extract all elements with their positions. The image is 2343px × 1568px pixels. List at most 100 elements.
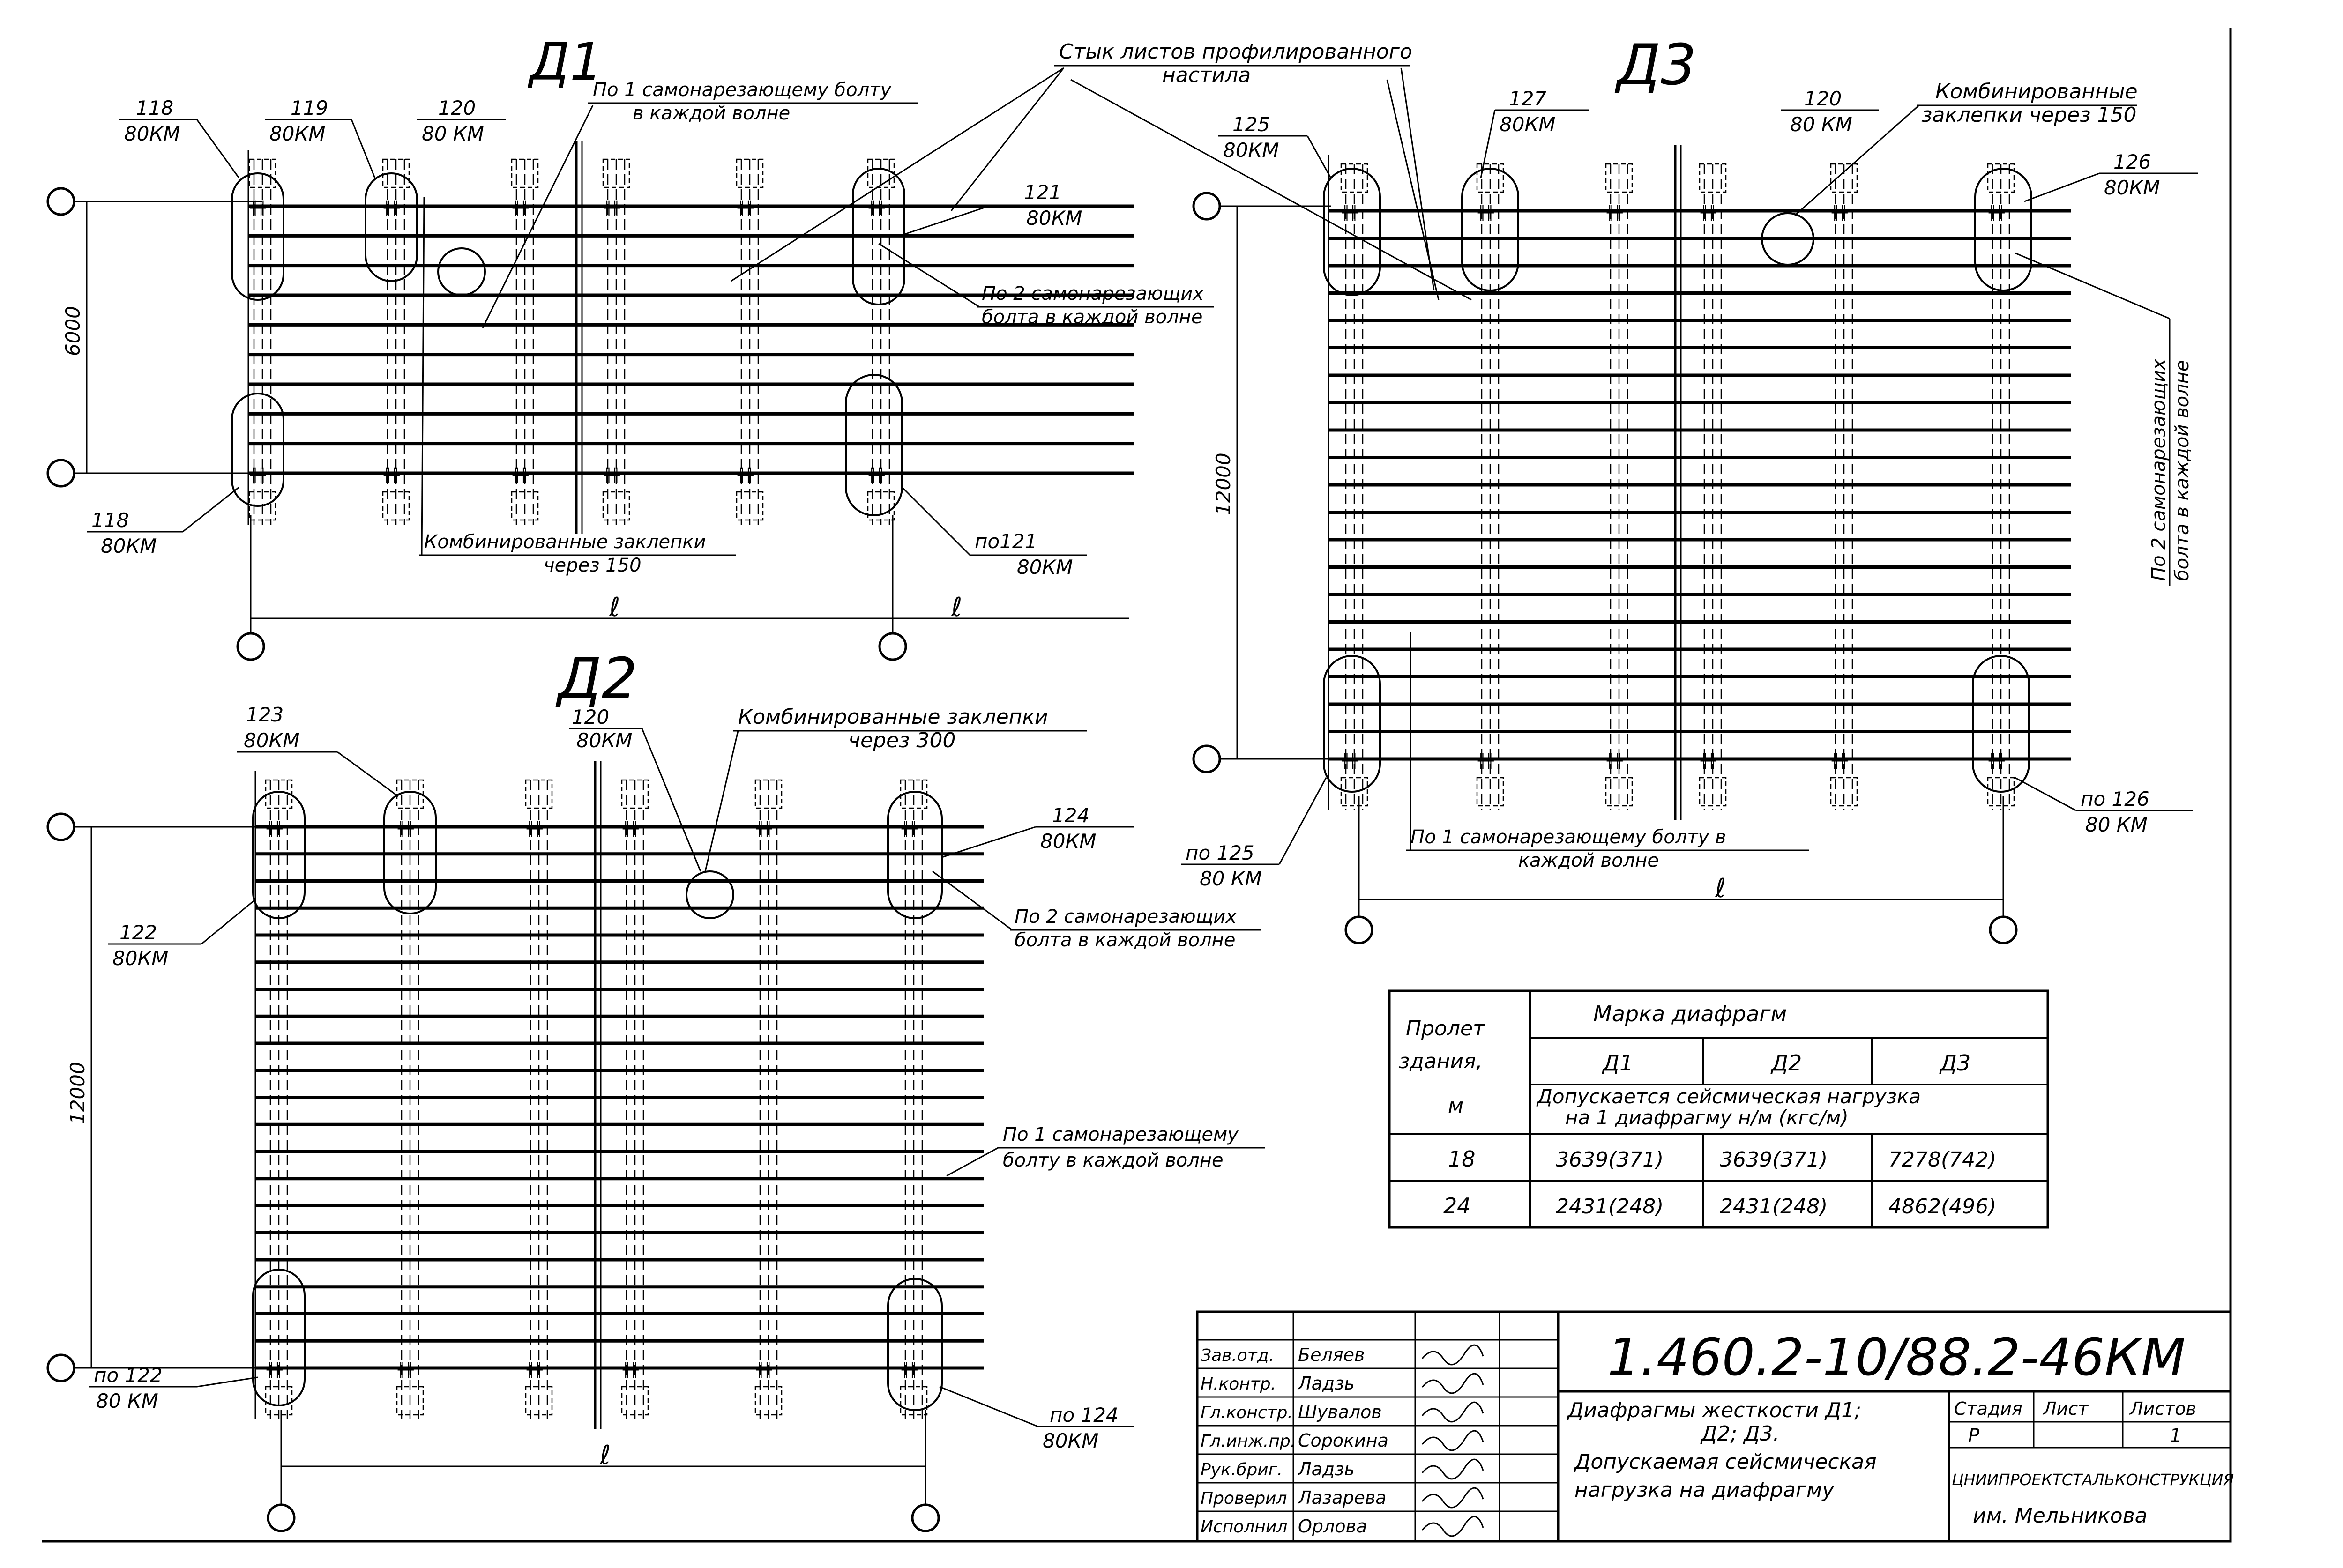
d3-purlin-end xyxy=(1605,777,1633,807)
signature xyxy=(1421,1401,1484,1423)
d2-callout-120-num: 120 xyxy=(572,706,609,728)
d3-callout-126-mark: 80КМ xyxy=(2104,176,2160,199)
d1-callout-120-num: 120 xyxy=(438,97,476,119)
d1-joint-note-2: настила xyxy=(1162,63,1251,87)
d1-fastener-mark: ╫╫ xyxy=(383,467,400,483)
diagram-d1: Д1 ╫╫╫╫╫╫╫╫╫╫╫╫╫╫╫╫╫╫╫╫╫╫╫╫ 6000 ℓ ℓ Сты… xyxy=(46,32,1435,661)
d1-dim-height: 6000 xyxy=(61,306,84,356)
d3-purlin-end xyxy=(1476,163,1504,193)
d1-callout-119-mark: 80КМ xyxy=(269,122,326,145)
d3-callout-127-num: 127 xyxy=(1509,87,1546,110)
d2-bolt1-note: По 1 самонарезающему xyxy=(1003,1124,1239,1145)
org-name: ЦНИИПРОЕКТСТАЛЬКОНСТРУКЦИЯ xyxy=(1952,1471,2234,1489)
d1-fastener-mark: ╫╫ xyxy=(383,200,400,216)
d1-title: Д1 xyxy=(527,32,603,92)
d2-deck-plan: ╫╫╫╫╫╫╫╫╫╫╫╫╫╫╫╫╫╫╫╫╫╫╫╫ xyxy=(254,761,984,1429)
d3-callout-126b-mark: 80 КМ xyxy=(2085,813,2148,836)
table-row-24-span: 24 xyxy=(1443,1193,1471,1219)
d3-callout-126-num: 126 xyxy=(2113,150,2151,173)
d2-purlin-end xyxy=(621,1386,649,1416)
staff-name: Лазарева xyxy=(1297,1487,1387,1508)
d2-fastener-mark: ╫╫ xyxy=(622,821,639,837)
d1-callout-118b-mark: 80КМ xyxy=(101,535,157,557)
d1-purlin-end xyxy=(248,491,276,521)
d1-callout-118-mark: 80КМ xyxy=(124,122,180,145)
d2-bolt1-note-2: болту в каждой волне xyxy=(1003,1150,1224,1171)
d2-fastener-mark: ╫╫ xyxy=(622,1362,639,1378)
table-row-18-d1: 3639(371) xyxy=(1556,1148,1664,1172)
d1-purlin-end xyxy=(248,158,276,188)
d1-fastener-mark: ╫╫ xyxy=(737,467,754,483)
d1-fastener-mark: ╫╫ xyxy=(604,467,620,483)
staff-role: Н.контр. xyxy=(1201,1375,1276,1394)
table-load-header: Допускается сейсмическая нагрузка xyxy=(1536,1085,1921,1108)
org-name-2: им. Мельникова xyxy=(1973,1504,2148,1528)
d3-purlin-end xyxy=(1830,777,1858,807)
d3-purlin-end xyxy=(1340,777,1368,807)
d1-purlin-end xyxy=(736,491,764,521)
stage-value: Р xyxy=(1968,1425,1980,1447)
signature xyxy=(1421,1487,1484,1509)
d2-purlin-end xyxy=(265,1386,293,1416)
d1-callout-119-num: 119 xyxy=(291,97,328,119)
d3-dim-height: 12000 xyxy=(1212,453,1235,515)
title-block: Зав.отд.БеляевН.контр.ЛадзьГл.констр.Шув… xyxy=(1196,1310,2234,1543)
d2-title: Д2 xyxy=(555,647,637,712)
d2-fastener-mark: ╫╫ xyxy=(901,821,918,837)
d2-callout-122b-num: по 122 xyxy=(94,1364,163,1387)
d2-fastener-mark: ╫╫ xyxy=(756,821,773,837)
d1-bolt2-note: По 2 самонарезающих xyxy=(982,283,1204,305)
d2-callout-124-num: 124 xyxy=(1052,804,1089,827)
d2-purlin-end xyxy=(900,1386,928,1416)
d1-fastener-mark: ╫╫ xyxy=(250,467,267,483)
d2-purlin-end xyxy=(754,779,783,809)
d2-callout-124b-num: по 124 xyxy=(1050,1404,1119,1427)
d2-fastener-mark: ╫╫ xyxy=(756,1362,773,1378)
diagram-d2: Д2 ╫╫╫╫╫╫╫╫╫╫╫╫╫╫╫╫╫╫╫╫╫╫╫╫ 12000 ℓ Комб… xyxy=(46,647,1265,1532)
d3-fastener-mark: ╫╫ xyxy=(1831,753,1848,769)
d1-column-marker xyxy=(46,459,75,488)
staff-role: Зав.отд. xyxy=(1201,1346,1274,1365)
d3-purlin-end xyxy=(1830,163,1858,193)
d2-callout-120-mark: 80КМ xyxy=(576,729,633,752)
signature xyxy=(1421,1344,1484,1366)
doc-title-line2: Д2; Д3. xyxy=(1700,1422,1780,1446)
d2-purlin-end xyxy=(525,1386,553,1416)
d3-callout-125b-num: по 125 xyxy=(1186,841,1254,864)
d2-callout-122-num: 122 xyxy=(119,921,157,944)
d2-purlin-end xyxy=(265,779,293,809)
d2-callout-122b-mark: 80 КМ xyxy=(96,1390,158,1412)
d2-purlin-end xyxy=(754,1386,783,1416)
d1-bolt-note: По 1 самонарезающему болту xyxy=(593,79,892,101)
table-col-d2: Д2 xyxy=(1770,1050,1802,1076)
d2-rivet-note: Комбинированные заклепки xyxy=(738,705,1048,729)
signature xyxy=(1421,1458,1484,1480)
d2-fastener-mark: ╫╫ xyxy=(397,821,414,837)
staff-role: Проверил xyxy=(1201,1489,1287,1508)
d1-callout-121-mark: 80КМ xyxy=(1026,207,1082,230)
d2-callout-123-num: 123 xyxy=(246,703,284,726)
d3-bolt1-note-2: каждой волне xyxy=(1518,850,1659,871)
d3-callout-126b-num: по 126 xyxy=(2081,788,2149,810)
d1-bolt2-note-2: болта в каждой волне xyxy=(982,306,1202,328)
d1-fastener-mark: ╫╫ xyxy=(868,467,885,483)
staff-name: Сорокина xyxy=(1298,1430,1388,1451)
d3-fastener-mark: ╫╫ xyxy=(1342,205,1358,221)
d3-fastener-mark: ╫╫ xyxy=(1606,205,1623,221)
d3-fastener-mark: ╫╫ xyxy=(1700,205,1717,221)
d1-purlin-end xyxy=(511,158,539,188)
d3-fastener-mark: ╫╫ xyxy=(1700,753,1717,769)
signature xyxy=(1421,1516,1484,1537)
d2-callout-124b-mark: 80КМ xyxy=(1043,1429,1099,1452)
table-span-header-unit: м xyxy=(1448,1094,1463,1118)
d3-fastener-mark: ╫╫ xyxy=(1477,753,1494,769)
d1-column-marker xyxy=(878,632,907,661)
d2-purlin-end xyxy=(396,1386,424,1416)
d3-fastener-mark: ╫╫ xyxy=(1342,753,1358,769)
d2-fastener-mark: ╫╫ xyxy=(526,821,543,837)
d3-rivet-note-2: заклепки через 150 xyxy=(1921,103,2137,127)
d1-callout-120-mark: 80 КМ xyxy=(422,122,484,145)
d1-fastener-mark: ╫╫ xyxy=(250,200,267,216)
d1-fastener-mark: ╫╫ xyxy=(604,200,620,216)
